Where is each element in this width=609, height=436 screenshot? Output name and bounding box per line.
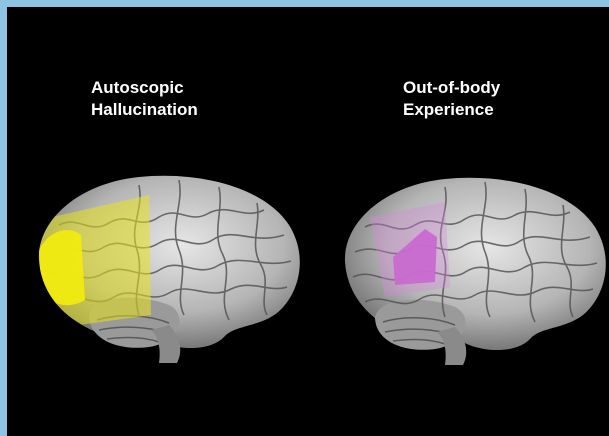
brain-image-left xyxy=(19,165,309,365)
label-autoscopic-hallucination: Autoscopic Hallucination xyxy=(91,77,198,121)
label-left-line1: Autoscopic xyxy=(91,77,198,99)
label-out-of-body-experience: Out-of-body Experience xyxy=(403,77,500,121)
label-left-line2: Hallucination xyxy=(91,99,198,121)
figure-panel: Autoscopic Hallucination Out-of-body Exp… xyxy=(7,7,609,436)
label-right-line1: Out-of-body xyxy=(403,77,500,99)
label-right-line2: Experience xyxy=(403,99,500,121)
brain-image-right xyxy=(325,167,609,367)
